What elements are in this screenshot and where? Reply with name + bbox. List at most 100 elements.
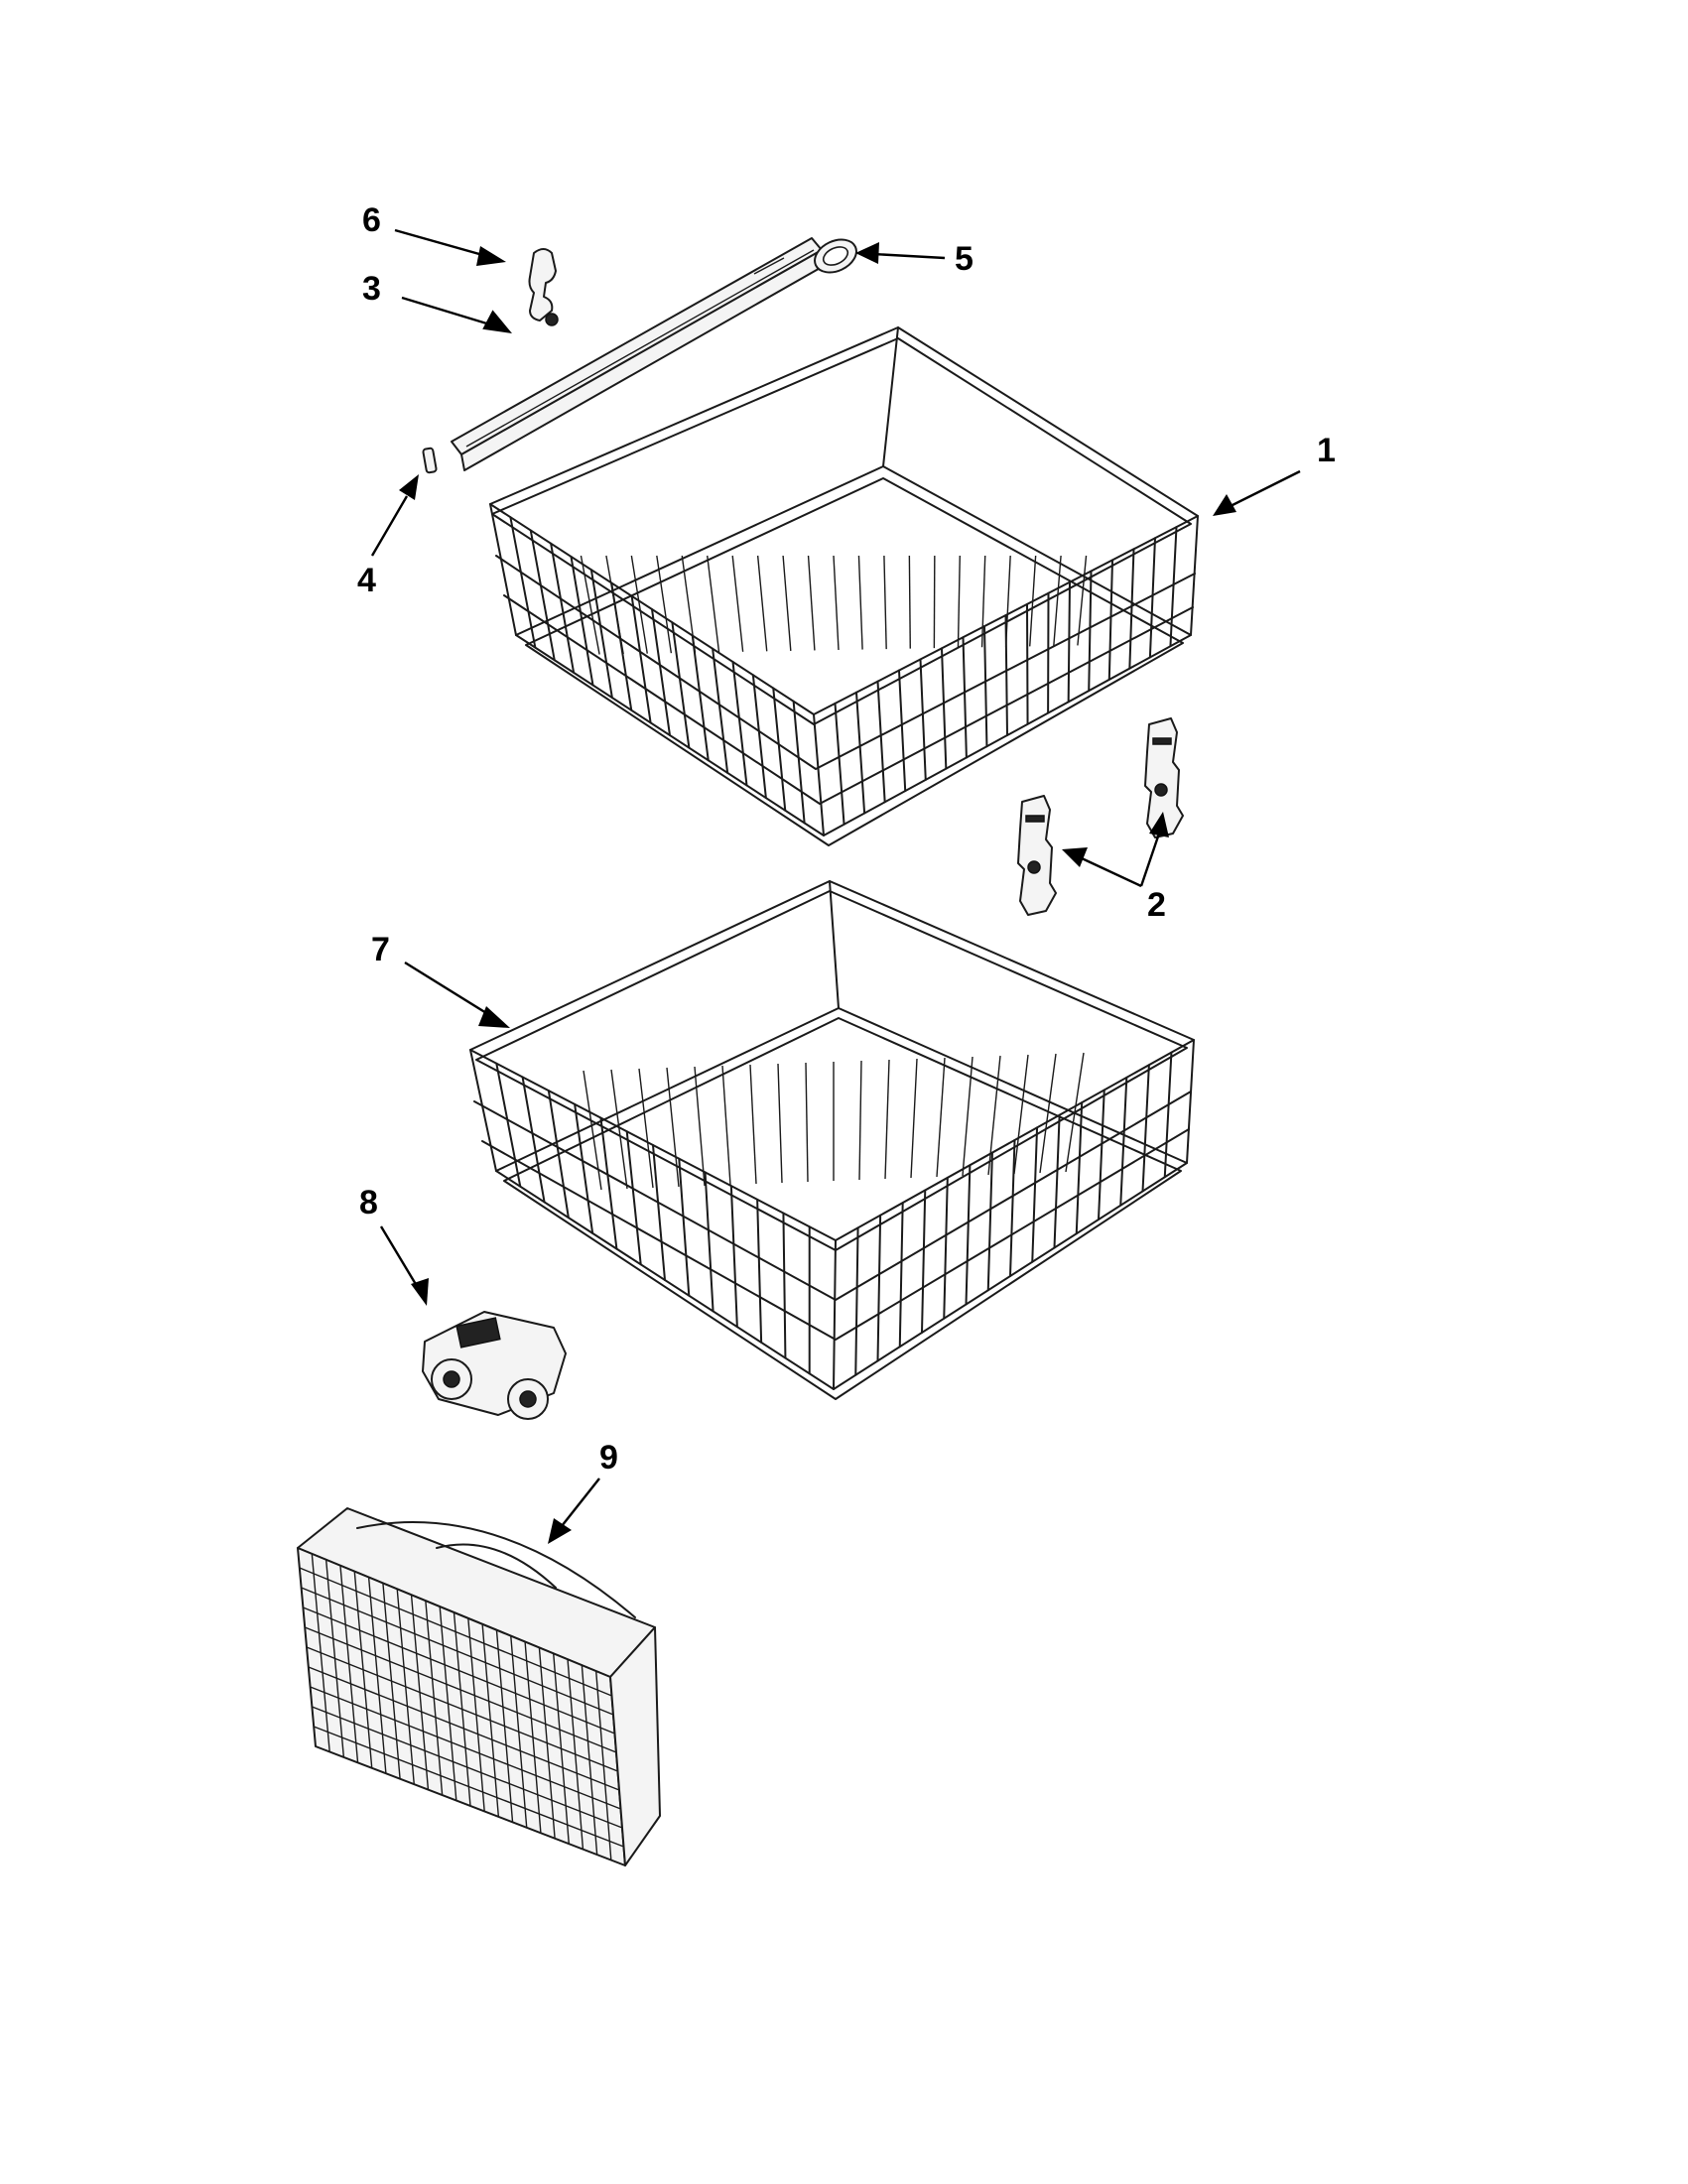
rack-adjuster-part-left[interactable]: [1017, 795, 1057, 916]
rack-wire: [756, 555, 768, 652]
rack-wire: [857, 555, 863, 650]
rack-wire: [782, 555, 792, 651]
lower-rack-part[interactable]: [469, 880, 1195, 1400]
rack-wire: [751, 674, 767, 800]
callout-7: 7: [371, 931, 390, 968]
rack-wire: [1128, 548, 1135, 670]
rack-wire: [671, 621, 691, 749]
rack-wire: [1119, 1076, 1128, 1207]
rack-wire: [712, 647, 729, 774]
rack-wire: [777, 1063, 783, 1184]
rack-wire: [1107, 559, 1113, 681]
track-end-cap-part[interactable]: [810, 233, 862, 279]
rack-wire: [310, 1686, 621, 1810]
callout-2: 2: [1147, 886, 1166, 924]
rack-wire: [834, 702, 845, 826]
rack-wire: [691, 634, 710, 762]
rack-wire: [704, 1171, 714, 1313]
rack-wire: [550, 542, 576, 674]
rack-wire: [303, 1606, 615, 1734]
rack-wire: [1031, 1126, 1039, 1263]
rack-wire: [694, 1066, 706, 1187]
rack-wire: [833, 555, 840, 651]
track-clip-part[interactable]: [528, 248, 559, 326]
rack-wire: [312, 1706, 623, 1829]
silverware-basket-part[interactable]: [297, 1507, 661, 1866]
callout-4: 4: [357, 562, 376, 599]
callout-3: 3: [362, 270, 381, 308]
rack-wire: [1004, 555, 1011, 647]
wheel-assembly-part[interactable]: [422, 1311, 567, 1420]
rack-wire: [957, 555, 961, 648]
rack-wire: [919, 658, 927, 781]
rack-wire: [1067, 580, 1071, 704]
rack-wire: [986, 1151, 993, 1292]
rack-wire: [749, 1064, 757, 1185]
rack-wire: [782, 1212, 787, 1359]
rack-wire: [1098, 1089, 1105, 1220]
rack-wire: [1026, 602, 1029, 725]
rack-wire: [1029, 555, 1037, 647]
rack-wire: [304, 1626, 617, 1753]
rack-wire: [792, 700, 806, 825]
rack-wire: [599, 1116, 618, 1250]
rack-adjuster-part-right[interactable]: [1144, 717, 1184, 838]
rack-wire: [666, 1067, 680, 1188]
rack-wire: [756, 1198, 763, 1344]
rack-wire: [583, 1070, 602, 1191]
callout-1: 1: [1317, 432, 1336, 469]
rack-wire: [652, 1144, 666, 1281]
rack-wire: [1088, 570, 1093, 693]
rack-wire: [495, 1062, 522, 1188]
rack-wire: [1065, 1052, 1085, 1173]
rack-wire: [921, 1189, 927, 1334]
rack-wire: [910, 1058, 918, 1179]
rack-wire: [580, 555, 600, 655]
callout-8: 8: [359, 1184, 378, 1221]
rack-wire: [883, 555, 887, 650]
rack-wire: [729, 1185, 738, 1329]
rack-wire: [1141, 1064, 1150, 1193]
rack-wire: [1169, 526, 1178, 648]
rack-wire: [1077, 555, 1088, 646]
callout-5: 5: [955, 240, 974, 278]
rack-wire: [987, 1055, 1001, 1176]
track-part[interactable]: [451, 237, 825, 471]
rack-wire: [854, 1226, 859, 1376]
rack-wire: [313, 1726, 624, 1848]
rack-wire: [807, 555, 816, 651]
rack-wire: [1053, 555, 1062, 646]
rack-wire: [574, 1102, 594, 1234]
rack-wire: [651, 608, 671, 736]
rack-wire: [681, 555, 697, 653]
rack-wire: [731, 661, 748, 787]
rack-wire: [656, 555, 673, 654]
rack-wire: [625, 1130, 642, 1266]
rack-wire: [858, 1060, 862, 1181]
rack-wire: [308, 1666, 620, 1791]
rack-wire: [884, 1059, 890, 1180]
rack-wire: [521, 1076, 546, 1204]
rack-wire: [570, 556, 594, 687]
rack-wire: [678, 1157, 691, 1297]
rack-wire: [610, 1069, 628, 1190]
rack-wire: [707, 555, 720, 653]
rack-wire: [805, 1062, 809, 1183]
upper-rack-part[interactable]: [489, 326, 1199, 846]
rack-wire: [983, 625, 988, 748]
rack-wire: [638, 1068, 654, 1189]
callout-6: 6: [362, 201, 381, 239]
rack-wire: [1148, 537, 1156, 659]
rack-wire: [301, 1587, 614, 1716]
rack-wire: [299, 1567, 612, 1697]
rack-wire: [1039, 1053, 1057, 1174]
rack-wire: [589, 569, 613, 700]
track-stop-part[interactable]: [422, 447, 438, 474]
rack-wire: [1009, 1139, 1016, 1277]
rack-wire: [306, 1646, 618, 1772]
rack-wire: [1053, 1113, 1061, 1249]
rack-wire: [772, 687, 787, 812]
rack-wire: [630, 555, 648, 654]
rack-wire: [980, 555, 986, 648]
